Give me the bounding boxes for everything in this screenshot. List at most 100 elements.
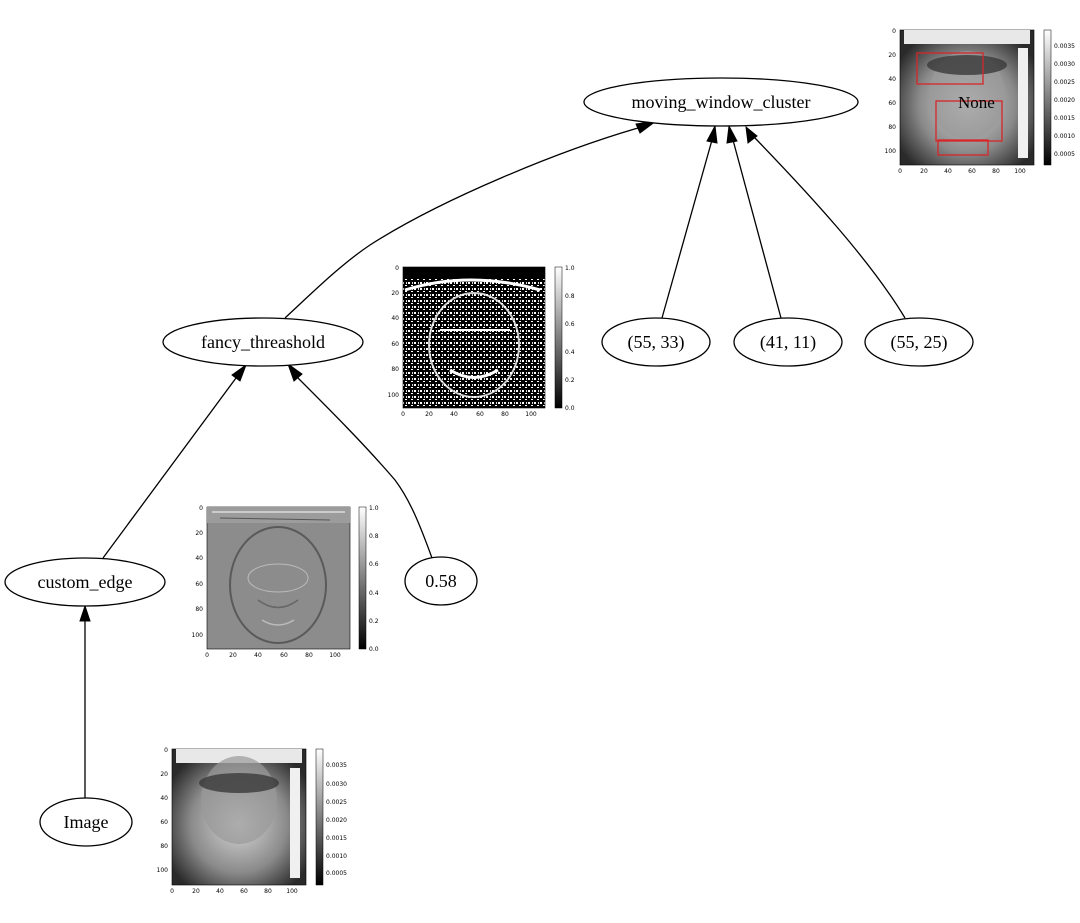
tick-label: 40 (160, 795, 168, 802)
tick-label: 0.0035 (1054, 43, 1075, 50)
node-moving-window-cluster[interactable]: moving_window_cluster (583, 77, 859, 127)
node-param-55-33[interactable]: (55, 33) (601, 317, 711, 367)
colorbar-tick-labels: 0.0005 0.0010 0.0015 0.0020 0.0025 0.003… (326, 762, 347, 877)
tick-label: 0.2 (369, 618, 379, 625)
arrow-head-icon (231, 363, 248, 382)
node-param-55-25[interactable]: (55, 25) (864, 317, 974, 367)
arrow-head-icon (706, 124, 718, 144)
tick-label: 0 (164, 747, 168, 754)
tick-label: 0 (401, 411, 405, 418)
colorbar-tick-labels: 0.0 0.2 0.4 0.6 0.8 1.0 (369, 505, 379, 653)
tick-label: 80 (992, 168, 1000, 175)
tick-label: 0.0 (565, 405, 575, 412)
edge-058-to-fancy (297, 377, 433, 559)
tick-label: 40 (888, 76, 896, 83)
tick-label: 1.0 (565, 265, 575, 272)
tick-label: 40 (944, 168, 952, 175)
tick-label: 0.8 (565, 293, 575, 300)
y-tick-labels: 0 20 40 60 80 100 (388, 265, 400, 399)
tick-label: 0.0015 (1054, 115, 1075, 122)
arrow-head-icon (79, 604, 91, 622)
tick-label: 0.6 (369, 561, 379, 568)
y-tick-labels: 0 20 40 60 80 100 (885, 28, 897, 155)
tick-label: 0 (892, 28, 896, 35)
tick-label: 80 (264, 888, 272, 895)
tick-label: 60 (968, 168, 976, 175)
tick-label: 0.0030 (326, 781, 347, 788)
tick-label: 0 (199, 505, 203, 512)
arrowheads (79, 120, 758, 622)
tick-label: 0.0005 (1054, 151, 1075, 158)
tick-label: 80 (160, 843, 168, 850)
tick-label: 40 (254, 652, 262, 659)
tick-label: 0 (205, 652, 209, 659)
cluster-box (935, 100, 1003, 142)
tick-label: 100 (157, 867, 169, 874)
cluster-box (916, 52, 984, 85)
tick-label: 40 (450, 411, 458, 418)
tick-label: 100 (329, 652, 341, 659)
node-label: (41, 11) (760, 332, 816, 353)
tick-label: 0 (898, 168, 902, 175)
node-label: (55, 25) (891, 332, 948, 353)
tick-label: 0.4 (369, 590, 379, 597)
tick-label: 0.0 (369, 646, 379, 653)
colorbar-tick-labels: 0.0 0.2 0.4 0.6 0.8 1.0 (565, 265, 575, 412)
arrow-head-icon (726, 124, 738, 144)
node-custom-edge[interactable]: custom_edge (4, 557, 166, 607)
node-label: 0.58 (425, 571, 457, 591)
tick-label: 0.0025 (326, 799, 347, 806)
edge-p3-to-moving (754, 137, 906, 319)
arrow-head-icon (745, 125, 758, 144)
node-param-41-11[interactable]: (41, 11) (733, 317, 843, 367)
tick-label: 0.6 (565, 321, 575, 328)
tick-label: 0.0020 (1054, 97, 1075, 104)
tick-label: 100 (286, 888, 298, 895)
node-fancy-threashold[interactable]: fancy_threashold (162, 317, 364, 367)
tick-label: 100 (525, 411, 537, 418)
node-label: fancy_threashold (201, 332, 325, 352)
tick-label: 0.0010 (1054, 133, 1075, 140)
y-tick-labels: 0 20 40 60 80 100 (157, 747, 169, 874)
node-label: Image (64, 812, 109, 832)
arrow-head-icon (287, 362, 303, 382)
tick-label: 0.0025 (1054, 79, 1075, 86)
tick-label: 20 (160, 771, 168, 778)
tick-label: 20 (229, 652, 237, 659)
x-tick-labels: 0 20 40 60 80 100 (170, 888, 298, 895)
tick-label: 100 (885, 148, 897, 155)
tick-label: 60 (391, 341, 399, 348)
x-tick-labels: 0 20 40 60 80 100 (205, 652, 341, 659)
tick-label: 100 (1014, 168, 1026, 175)
tick-label: 20 (888, 52, 896, 59)
tick-label: 60 (195, 581, 203, 588)
thumbnail-image-output: 0 20 40 60 80 100 0 20 40 60 80 100 0.00… (157, 747, 348, 895)
cluster-box (937, 139, 989, 156)
node-param-058[interactable]: 0.58 (404, 556, 478, 606)
tick-label: 1.0 (369, 505, 379, 512)
edge-fancy-to-moving (284, 125, 646, 319)
tick-label: 0.4 (565, 349, 575, 356)
node-label: moving_window_cluster (632, 92, 811, 112)
edge-p2-to-moving (732, 139, 782, 319)
thumbnail-fancy-threashold-output: 0 20 40 60 80 100 0 20 40 60 80 100 0.0 … (388, 265, 575, 418)
y-tick-labels: 0 20 40 60 80 100 (192, 505, 204, 639)
node-label: (55, 33) (628, 332, 685, 353)
edge-p1-to-moving (661, 139, 713, 319)
node-image[interactable]: Image (39, 797, 133, 847)
x-tick-labels: 0 20 40 60 80 100 (898, 168, 1026, 175)
tick-label: 20 (425, 411, 433, 418)
edges (84, 125, 906, 798)
tick-label: 20 (920, 168, 928, 175)
tick-label: 60 (476, 411, 484, 418)
tick-label: 0 (170, 888, 174, 895)
thumbnail-custom-edge-output: 0 20 40 60 80 100 0 20 40 60 80 100 0.0 … (192, 505, 379, 659)
tick-label: 0.0035 (326, 762, 347, 769)
node-label: custom_edge (38, 572, 133, 592)
tick-label: 80 (888, 124, 896, 131)
thumbnail-moving-window-cluster-output: None 0 20 40 60 80 100 0 20 40 60 80 100… (885, 28, 1076, 175)
tick-label: 0.0015 (326, 835, 347, 842)
tick-label: 60 (280, 652, 288, 659)
tick-label: 60 (888, 100, 896, 107)
